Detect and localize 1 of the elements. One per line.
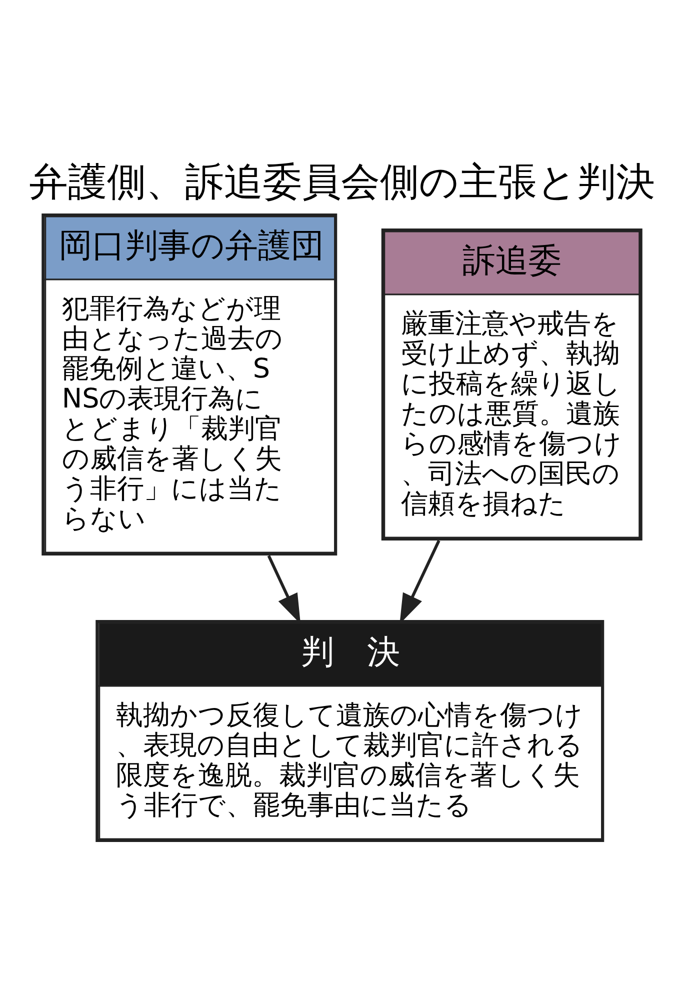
diagram-title: 弁護側、訴追委員会側の主張と判決 [29,160,655,206]
